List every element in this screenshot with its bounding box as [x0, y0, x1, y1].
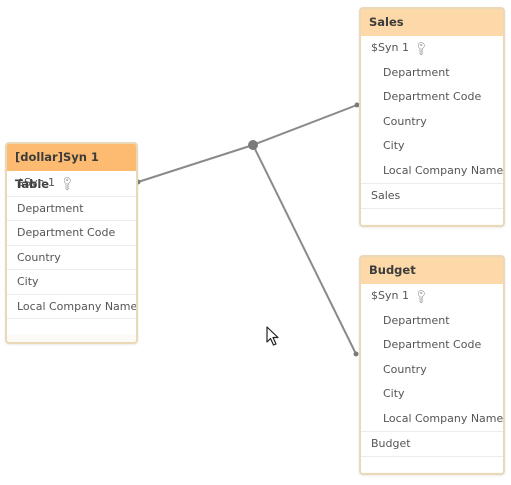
sales-table-sub-field[interactable]: Department — [361, 60, 503, 85]
syn-table-card[interactable]: [dollar]Syn 1 Table $Syn 1 🔑︎ Department … — [5, 142, 138, 344]
mouse-pointer-icon — [266, 326, 279, 346]
syn-table-key-field[interactable]: $Syn 1 🔑︎ — [7, 171, 136, 196]
syn-table-key-label: $Syn 1 — [17, 176, 55, 189]
syn-table-title[interactable]: [dollar]Syn 1 Table — [7, 144, 136, 191]
sales-table-card[interactable]: Sales $Syn 1 🔑︎ Department Department Cod… — [359, 7, 505, 227]
sales-table-footer — [361, 207, 503, 224]
link-junction-to-sales[interactable] — [252, 104, 358, 146]
sales-table-title[interactable]: Sales — [361, 9, 503, 36]
syn-table-field[interactable]: Department — [7, 195, 136, 220]
link-endpoint-budget — [353, 351, 359, 357]
budget-table-sub-field[interactable]: Country — [361, 357, 503, 382]
key-icon: 🔑︎ — [59, 175, 77, 193]
link-junction-node[interactable] — [248, 140, 258, 150]
syn-table-footer — [7, 318, 136, 334]
sales-table-sub-field[interactable]: Local Company Name — [361, 158, 503, 183]
sales-table-key-label: $Syn 1 — [371, 41, 409, 54]
budget-table-sub-field[interactable]: City — [361, 382, 503, 407]
budget-table-title[interactable]: Budget — [361, 257, 503, 284]
link-junction-to-budget[interactable] — [252, 144, 357, 355]
budget-table-sub-field[interactable]: Department — [361, 308, 503, 333]
sales-table-sub-field[interactable]: Department Code — [361, 85, 503, 110]
syn-table-field[interactable]: Country — [7, 244, 136, 269]
budget-table-key-field[interactable]: $Syn 1 🔑︎ — [361, 284, 503, 309]
key-icon: 🔑︎ — [413, 40, 431, 58]
budget-table-sub-field[interactable]: Department Code — [361, 333, 503, 358]
syn-table-field[interactable]: Department Code — [7, 220, 136, 245]
sales-table-sub-field[interactable]: Country — [361, 109, 503, 134]
syn-table-field[interactable]: City — [7, 269, 136, 294]
budget-table-sub-field[interactable]: Local Company Name — [361, 406, 503, 431]
budget-table-card[interactable]: Budget $Syn 1 🔑︎ Department Department Co… — [359, 255, 505, 475]
key-icon: 🔑︎ — [413, 288, 431, 306]
link-endpoint-sales — [354, 102, 360, 108]
sales-table-sub-field[interactable]: City — [361, 134, 503, 159]
budget-table-field[interactable]: Budget — [361, 431, 503, 456]
link-syn-to-junction[interactable] — [137, 144, 254, 183]
sales-table-field[interactable]: Sales — [361, 183, 503, 208]
sales-table-key-field[interactable]: $Syn 1 🔑︎ — [361, 36, 503, 61]
budget-table-key-label: $Syn 1 — [371, 289, 409, 302]
syn-table-field[interactable]: Local Company Name — [7, 293, 136, 318]
budget-table-footer — [361, 455, 503, 472]
